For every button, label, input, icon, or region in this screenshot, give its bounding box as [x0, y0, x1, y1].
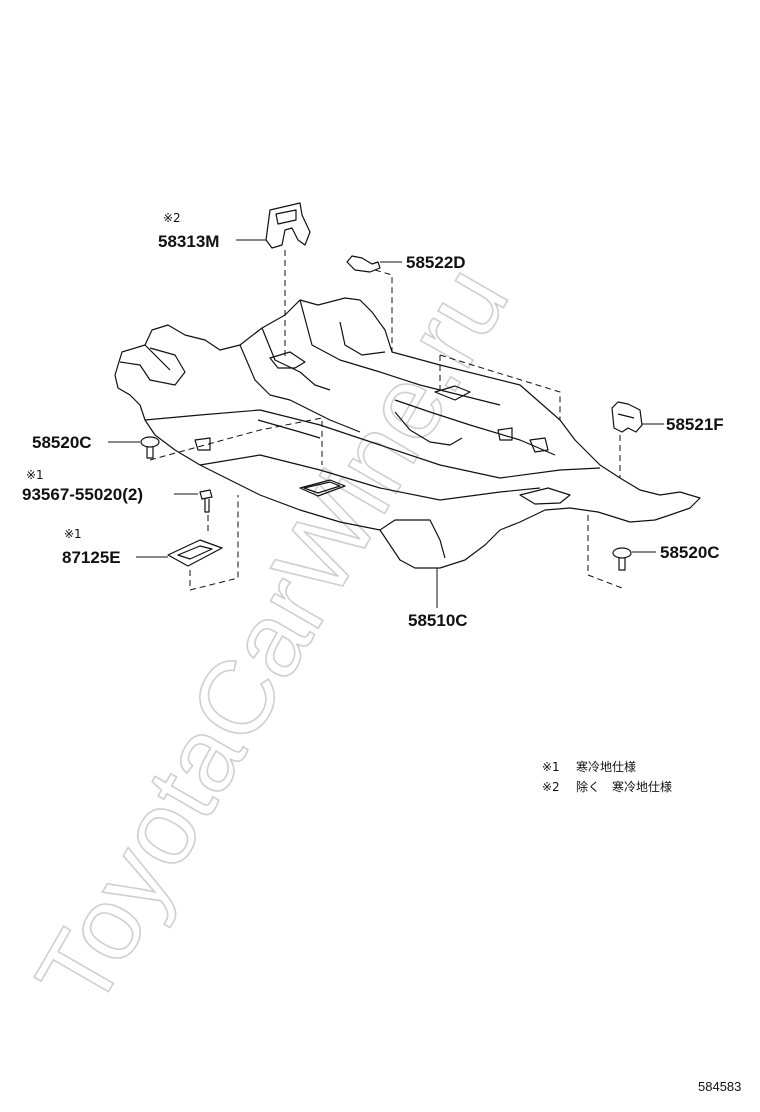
note-2-text: 除く 寒冷地仕様 — [576, 779, 672, 794]
part-58520C-right-clip — [612, 547, 632, 571]
part-87125E-grommet — [167, 539, 223, 567]
note-1-text: 寒冷地仕様 — [576, 759, 636, 774]
watermark: ToyotaCarWine.ru — [14, 248, 531, 1027]
label-93567-mark: ※1 — [26, 468, 44, 482]
label-58520C-left: 58520C — [32, 433, 92, 452]
label-93567: 93567-55020(2) — [22, 485, 143, 504]
part-58520C-left-clip — [140, 436, 160, 459]
label-87125E: 87125E — [62, 548, 121, 567]
part-58522D-clip — [346, 255, 381, 273]
label-87125E-mark: ※1 — [64, 527, 82, 541]
note-1-mark: ※1 — [542, 760, 560, 774]
diagram-id: 584583 — [698, 1079, 741, 1094]
label-58520C-right: 58520C — [660, 543, 720, 562]
part-93567-screw — [199, 489, 213, 513]
note-2-mark: ※2 — [542, 780, 560, 794]
label-58313M-mark: ※2 — [163, 211, 181, 225]
label-58313M: 58313M — [158, 232, 219, 251]
part-58521F-clip — [611, 401, 643, 433]
label-58521F: 58521F — [666, 415, 724, 434]
leader-lines — [108, 239, 664, 608]
alignment-lines — [149, 250, 623, 591]
label-58510C: 58510C — [408, 611, 468, 630]
part-58313M-clip — [265, 202, 311, 249]
label-58522D: 58522D — [406, 253, 466, 272]
floor-silencer-pad — [114, 297, 701, 569]
